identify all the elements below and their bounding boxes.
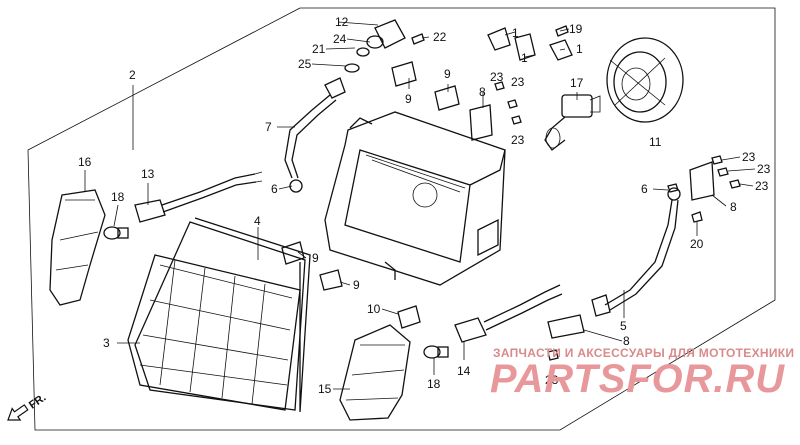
callout-23e: 23 <box>757 162 771 176</box>
callout-3: 3 <box>103 336 110 350</box>
callout-23d: 23 <box>742 150 756 164</box>
wire-harness-left <box>591 187 681 317</box>
headlight-lens <box>127 221 306 411</box>
headlight-bulb <box>544 94 601 151</box>
callout-9a: 9 <box>405 92 412 106</box>
callout-19: 19 <box>569 22 583 36</box>
callout-18a: 18 <box>111 190 125 204</box>
leader-lines <box>84 21 756 390</box>
callout-6b: 6 <box>641 182 648 196</box>
callout-23b: 23 <box>511 75 525 89</box>
callout-23f: 23 <box>755 179 769 193</box>
bolts <box>411 25 741 361</box>
callout-23a: 23 <box>490 70 504 84</box>
callout-11: 11 <box>649 135 662 149</box>
bulb-left <box>423 345 449 359</box>
turn-signal-lens-right <box>49 189 106 306</box>
callout-15: 15 <box>318 382 332 396</box>
callout-1a: 1 <box>512 26 519 40</box>
bulb-right <box>103 226 129 240</box>
callout-1b: 1 <box>521 51 528 65</box>
turn-signal-lens-left <box>339 324 411 421</box>
assembly-outline <box>27 7 776 431</box>
callout-18b: 18 <box>427 377 441 391</box>
socket-right <box>134 171 263 223</box>
callout-16: 16 <box>78 155 92 169</box>
front-direction-arrow: FR. <box>7 392 48 421</box>
socket-cap <box>344 19 406 73</box>
callout-8a: 8 <box>479 85 486 99</box>
callout-23g: 23 <box>545 373 559 387</box>
watermark-brand: PARTSFOR.RU <box>490 357 785 401</box>
headlight-housing <box>324 111 506 286</box>
callout-24: 24 <box>333 32 347 46</box>
callout-4: 4 <box>254 214 261 228</box>
callout-23c: 23 <box>511 133 525 147</box>
callout-12: 12 <box>335 15 349 29</box>
callout-6a: 6 <box>271 182 278 196</box>
direction-label: FR. <box>27 392 48 412</box>
dust-cover <box>606 37 684 123</box>
socket-left <box>454 284 563 343</box>
callout-7: 7 <box>265 120 272 134</box>
callout-8b: 8 <box>730 200 737 214</box>
callout-21: 21 <box>312 42 326 56</box>
callout-2: 2 <box>129 68 136 82</box>
callout-1c: 1 <box>576 42 583 56</box>
wire-harness-right <box>284 77 346 193</box>
watermark-caption: ЗАПЧАСТИ И АКСЕССУАРЫ ДЛЯ МОТОТЕХНИКИ <box>493 346 794 360</box>
headlight-rim <box>194 217 311 413</box>
callout-5: 5 <box>620 319 627 333</box>
callout-10: 10 <box>367 302 381 316</box>
callout-13: 13 <box>141 167 155 181</box>
callout-17: 17 <box>570 76 584 90</box>
callout-25: 25 <box>298 57 312 71</box>
callout-9c: 9 <box>312 251 319 265</box>
callout-20: 20 <box>690 237 704 251</box>
callout-8c: 8 <box>623 334 630 348</box>
callout-9d: 9 <box>353 278 360 292</box>
callout-9b: 9 <box>444 67 451 81</box>
callout-14: 14 <box>457 364 471 378</box>
callout-22: 22 <box>433 30 447 44</box>
